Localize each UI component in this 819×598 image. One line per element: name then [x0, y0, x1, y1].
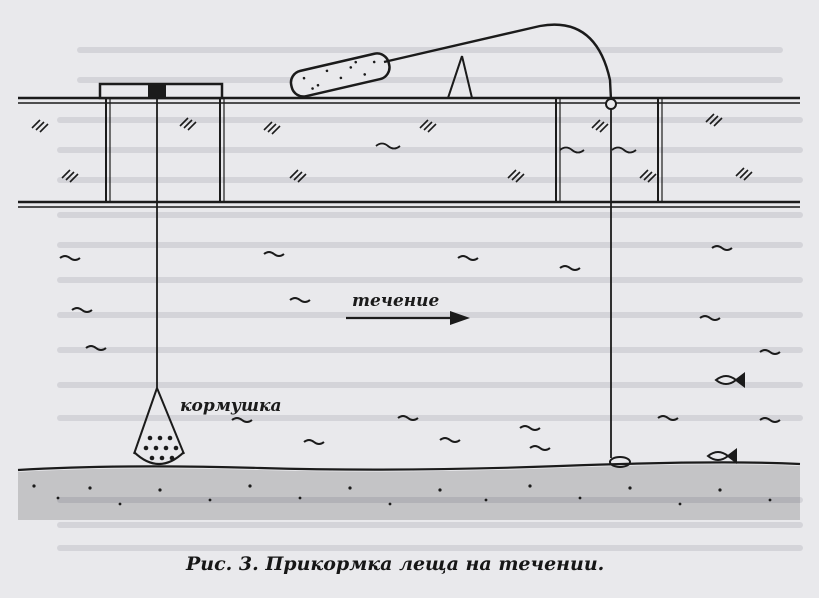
- sinker-icon: [609, 456, 631, 468]
- bleed-through-lines: [57, 47, 803, 551]
- feeder-icon: [133, 387, 185, 466]
- rod-tip: [383, 23, 613, 101]
- water-wavelets: [59, 245, 781, 451]
- rod-stand-left: [447, 55, 463, 99]
- rod-handle: [289, 52, 391, 98]
- fishing-rod: [289, 23, 617, 110]
- ice-wavelets: [375, 142, 637, 154]
- bottom-line: [17, 461, 801, 472]
- river-bottom: [17, 461, 801, 520]
- arrow-right-icon: [346, 311, 470, 325]
- fish-icon: [706, 372, 745, 464]
- rod-tip-ring: [605, 98, 617, 110]
- hole-plank: [98, 82, 224, 100]
- ice-hatching: [31, 113, 753, 183]
- figure-caption: Рис. 3. Прикормка леща на течении.: [185, 553, 604, 575]
- rod-stand-right: [461, 55, 473, 99]
- feeder-label: кормушка: [180, 396, 282, 416]
- current-label: течение: [352, 291, 440, 311]
